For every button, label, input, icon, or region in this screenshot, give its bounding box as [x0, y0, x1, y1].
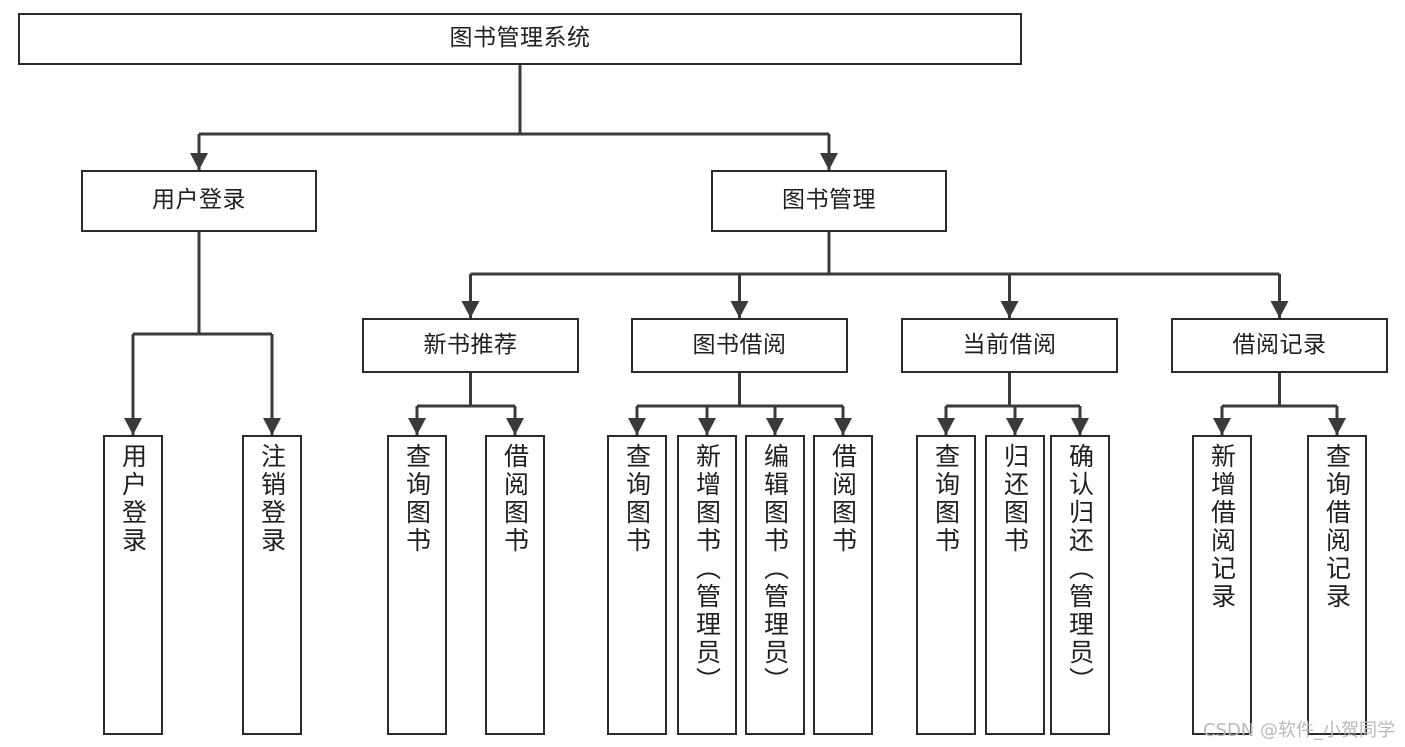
- arrowhead-icon: [1213, 418, 1231, 435]
- node-label-leaf-query-book-2: 查询图书: [622, 443, 652, 555]
- node-label-leaf-query-borrow-record: 查询借阅记录: [1322, 443, 1352, 611]
- node-book-borrow[interactable]: 图书借阅: [631, 318, 848, 373]
- node-leaf-confirm-return-admin[interactable]: 确认归还（管理员）: [1050, 435, 1110, 735]
- node-leaf-user-login[interactable]: 用户登录: [103, 435, 163, 735]
- node-label-leaf-query-book-3: 查询图书: [931, 443, 961, 555]
- arrowhead-icon: [506, 418, 524, 435]
- arrowhead-icon: [1006, 418, 1024, 435]
- node-user-login[interactable]: 用户登录: [81, 170, 317, 232]
- arrowhead-icon: [698, 418, 716, 435]
- node-leaf-query-book-3[interactable]: 查询图书: [916, 435, 976, 735]
- node-label-root: 图书管理系统: [449, 25, 591, 52]
- node-label-leaf-confirm-return-admin: 确认归还（管理员）: [1065, 443, 1095, 695]
- node-label-book-borrow: 图书借阅: [692, 331, 787, 358]
- node-leaf-query-borrow-record[interactable]: 查询借阅记录: [1307, 435, 1367, 735]
- node-leaf-add-book-admin[interactable]: 新增图书（管理员）: [677, 435, 737, 735]
- node-root[interactable]: 图书管理系统: [18, 13, 1022, 65]
- node-label-borrow-record: 借阅记录: [1232, 331, 1327, 358]
- arrowhead-icon: [834, 418, 852, 435]
- node-label-leaf-add-borrow-record: 新增借阅记录: [1207, 443, 1237, 611]
- node-leaf-edit-book-admin[interactable]: 编辑图书（管理员）: [745, 435, 805, 735]
- node-new-book-recommend[interactable]: 新书推荐: [362, 318, 579, 373]
- arrowhead-icon: [461, 301, 480, 318]
- node-label-leaf-add-book-admin: 新增图书（管理员）: [692, 443, 722, 695]
- node-label-leaf-user-login: 用户登录: [118, 443, 148, 555]
- node-label-book-manage: 图书管理: [782, 187, 876, 214]
- node-book-manage[interactable]: 图书管理: [711, 170, 947, 232]
- arrowhead-icon: [820, 153, 838, 170]
- node-label-user-login: 用户登录: [152, 187, 246, 214]
- node-leaf-borrow-book-2[interactable]: 借阅图书: [813, 435, 873, 735]
- node-label-leaf-return-book: 归还图书: [1000, 443, 1030, 555]
- node-label-leaf-edit-book-admin: 编辑图书（管理员）: [760, 443, 790, 695]
- node-label-current-borrow: 当前借阅: [962, 331, 1057, 358]
- node-borrow-record[interactable]: 借阅记录: [1171, 318, 1388, 373]
- watermark-text: CSDN @软件_小贺同学: [1202, 720, 1395, 741]
- arrowhead-icon: [730, 301, 749, 318]
- arrowhead-icon: [1000, 301, 1019, 318]
- node-label-leaf-borrow-book-1: 借阅图书: [500, 443, 530, 555]
- node-leaf-user-logout[interactable]: 注销登录: [242, 435, 302, 735]
- node-leaf-query-book-1[interactable]: 查询图书: [387, 435, 447, 735]
- arrowhead-icon: [263, 418, 281, 435]
- node-label-leaf-borrow-book-2: 借阅图书: [828, 443, 858, 555]
- arrowhead-icon: [937, 418, 955, 435]
- node-label-leaf-query-book-1: 查询图书: [402, 443, 432, 555]
- arrowhead-icon: [1270, 301, 1289, 318]
- arrowhead-icon: [1328, 418, 1346, 435]
- node-label-new-book-recommend: 新书推荐: [423, 331, 518, 358]
- node-label-leaf-user-logout: 注销登录: [257, 443, 287, 555]
- arrowhead-icon: [766, 418, 784, 435]
- arrowhead-icon: [190, 153, 208, 170]
- node-leaf-return-book[interactable]: 归还图书: [985, 435, 1045, 735]
- arrowhead-icon: [408, 418, 426, 435]
- arrowhead-icon: [1071, 418, 1089, 435]
- arrowhead-icon: [124, 418, 142, 435]
- arrowhead-icon: [628, 418, 646, 435]
- node-leaf-add-borrow-record[interactable]: 新增借阅记录: [1192, 435, 1252, 735]
- node-leaf-borrow-book-1[interactable]: 借阅图书: [485, 435, 545, 735]
- node-leaf-query-book-2[interactable]: 查询图书: [607, 435, 667, 735]
- node-current-borrow[interactable]: 当前借阅: [901, 318, 1118, 373]
